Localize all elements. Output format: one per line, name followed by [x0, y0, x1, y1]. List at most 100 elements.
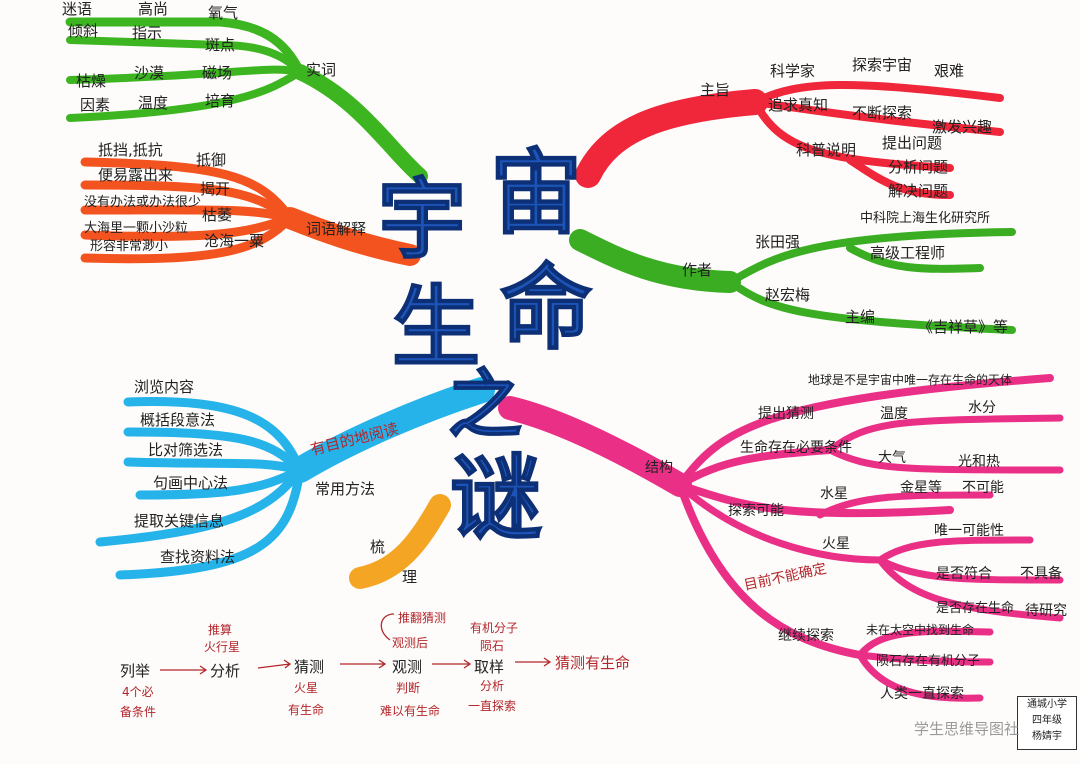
word: 生命存在必要条件 [740, 439, 852, 456]
word: 目前不能确定 [742, 560, 828, 594]
word: 不可能 [962, 480, 1004, 496]
word: 待研究 [1025, 603, 1067, 619]
word: 继续探索 [778, 627, 834, 644]
signature-line: 杨婧宇 [1032, 731, 1062, 742]
word: 枯萎 [202, 206, 232, 224]
word: 浏览内容 [134, 378, 194, 396]
flow-node: 观测 [392, 658, 422, 676]
twig [856, 651, 994, 666]
trunk [498, 396, 692, 497]
twig [856, 651, 984, 702]
flow-node: 分析 [210, 662, 240, 680]
twig [846, 244, 984, 273]
flow-under: 一直探索 [468, 699, 516, 713]
branch-label-char: 梳 [370, 538, 385, 556]
twig [80, 213, 295, 264]
twig [826, 446, 1064, 474]
word: 不断探索 [852, 104, 912, 122]
branch-label-char: 理 [402, 568, 417, 586]
trunk [575, 89, 768, 188]
title-char: 之 [448, 362, 522, 448]
word: 磁场 [202, 64, 232, 82]
branch-shici [65, 17, 428, 184]
flow-under: 难以有生命 [380, 703, 440, 718]
zuozhe-labels: 作者 张田强 中科院上海生化研究所 高级工程师 赵宏梅 主编 《吉祥草》等 [682, 211, 1008, 336]
title-char: 生 [392, 276, 480, 379]
branch-ciyu [80, 157, 421, 266]
branch-label: 结构 [645, 460, 673, 476]
twig [726, 278, 1016, 334]
word: 解决问题 [888, 182, 948, 200]
word: 倾斜 [68, 22, 98, 40]
jiegou-labels: 结构 提出猜测 地球是不是宇宙中唯一存在生命的天体 生命存在必要条件 温度 水分… [645, 372, 1067, 702]
author-signature: 通城小学 四年级 杨婧宇 [1017, 696, 1077, 750]
flow-node: 列举 [120, 662, 150, 680]
word: 人类一直探索 [880, 685, 964, 702]
twig [726, 228, 1016, 286]
branch-zhuzhi [575, 81, 1004, 199]
word: 氧气 [208, 4, 238, 22]
branch-label: 主旨 [700, 81, 730, 99]
ciyu-labels: 词语解释 抵挡,抵抗 抵御 便易露出来 揭开 没有办法或办法很少 枯萎 大海里一… [84, 141, 366, 254]
twig [876, 556, 1064, 622]
word: 提出问题 [882, 134, 942, 152]
word: 激发兴趣 [932, 118, 992, 136]
word: 科学家 [770, 62, 815, 80]
center-title: 宇 宙 生 命 之 谜 [377, 139, 593, 553]
word: 沧海一粟 [204, 232, 264, 250]
trunk [287, 377, 495, 483]
word: 火星 [822, 536, 850, 552]
branch-label: 作者 [682, 261, 712, 279]
word: 提取关键信息 [134, 512, 224, 530]
twig [676, 481, 864, 659]
twig [751, 98, 954, 172]
word: 《吉祥草》等 [918, 318, 1008, 336]
trunk [569, 229, 741, 293]
trunk [279, 207, 421, 266]
twig [676, 374, 1054, 489]
word: 地球是不是宇宙中唯一存在生命的天体 [808, 372, 1012, 387]
twig [135, 465, 305, 500]
twig [66, 65, 304, 84]
shuli-labels: 梳 理 [370, 538, 417, 586]
word: 赵宏梅 [765, 286, 810, 304]
flow-over: 观测后 [392, 636, 428, 650]
flow-node: 猜测有生命 [555, 654, 630, 672]
word: 培育 [205, 92, 235, 110]
flow-over: 有机分子 [470, 621, 518, 635]
branch-label: 实词 [306, 61, 336, 79]
word: 迷语 [62, 0, 92, 18]
twig [676, 446, 834, 489]
word: 形容非常渺小 [90, 238, 168, 254]
flow-notes: 4个必 备条件 火星 有生命 判断 难以有生命 分析 一直探索 推算 火行星 观… [120, 611, 518, 719]
word: 抵御 [196, 151, 226, 169]
twig [676, 481, 884, 564]
twig [123, 427, 305, 475]
twig [846, 156, 954, 199]
word: 分析问题 [888, 158, 948, 176]
branch-fangfa [95, 377, 495, 580]
branch-label: 常用方法 [315, 480, 375, 498]
twig [826, 414, 1064, 454]
word: 枯燥 [76, 72, 106, 90]
word: 张田强 [755, 233, 800, 251]
word: 水分 [968, 400, 996, 416]
word: 温度 [138, 94, 168, 112]
word: 金星等 [900, 479, 942, 496]
twig [676, 481, 954, 518]
word: 科普说明 [796, 141, 856, 159]
word: 未在太空中找到生命 [866, 622, 974, 637]
flow-over: 陨石 [480, 639, 504, 653]
word: 揭开 [200, 180, 230, 198]
flow-arrows [160, 613, 552, 675]
word: 斑点 [205, 36, 235, 54]
title-char: 命 [500, 255, 592, 362]
word: 陨石存在有机分子 [876, 654, 980, 669]
word: 探索宇宙 [852, 56, 912, 74]
flow-node: 猜测 [294, 658, 324, 676]
twig [80, 213, 295, 241]
branch-jiegou [498, 374, 1064, 702]
word: 抵挡,抵抗 [98, 141, 163, 159]
